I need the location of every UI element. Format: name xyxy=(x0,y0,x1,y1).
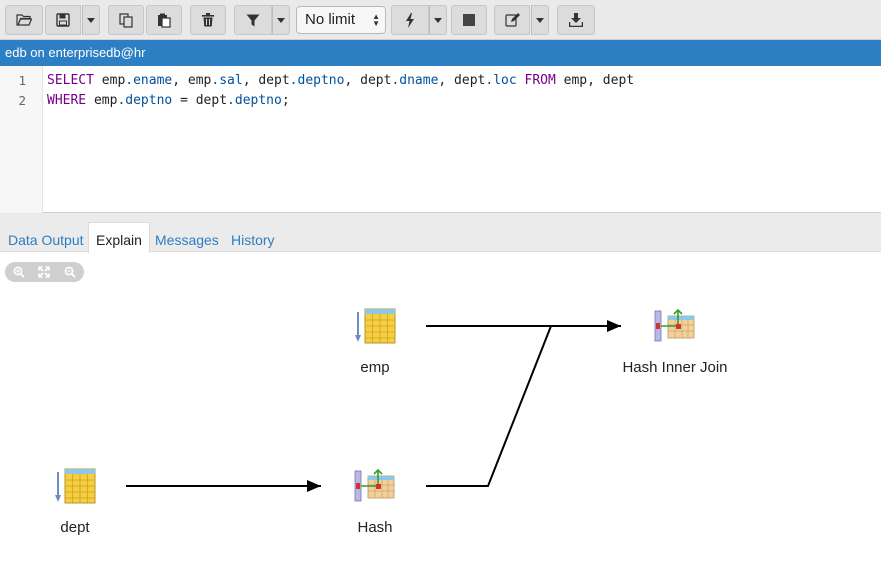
explain-plan-graph: emp Hash Inner Join dept xyxy=(0,252,881,581)
edit-icon xyxy=(504,13,520,27)
zoom-out-icon xyxy=(64,266,76,278)
execute-icon xyxy=(406,12,414,28)
tab-data-output[interactable]: Data Output xyxy=(8,232,84,248)
seq-scan-icon xyxy=(355,308,396,344)
node-label-hash: Hash xyxy=(357,519,393,536)
code-line-1[interactable]: SELECT emp.ename, emp.sal, dept.deptno, … xyxy=(47,73,634,88)
sql-keyword: SELECT xyxy=(47,73,94,88)
hash-icon xyxy=(354,468,395,502)
copy-icon xyxy=(119,12,133,28)
node-label-hash-inner-join: Hash Inner Join xyxy=(622,359,728,376)
line-number-gutter: 1 2 xyxy=(0,66,43,213)
sql-token: , dept xyxy=(242,73,290,88)
row-limit-select[interactable]: No limit ▲▼ xyxy=(296,6,386,34)
sql-column: .deptno xyxy=(289,73,345,88)
sql-token: ; xyxy=(281,93,290,108)
hash-join-icon xyxy=(654,308,695,342)
seq-scan-dept-node[interactable] xyxy=(55,468,97,511)
delete-button[interactable] xyxy=(190,5,226,35)
connection-bar: edb on enterprisedb@hr xyxy=(0,40,881,66)
edit-button[interactable] xyxy=(494,5,530,35)
sql-editor[interactable]: 1 2 SELECT emp.ename, emp.sal, dept.dept… xyxy=(0,66,881,213)
line-number: 2 xyxy=(18,93,26,108)
tab-messages[interactable]: Messages xyxy=(155,232,219,248)
connection-label: edb on enterprisedb@hr xyxy=(5,45,146,60)
zoom-in-icon xyxy=(13,266,25,278)
filter-button[interactable] xyxy=(234,5,272,35)
filter-options-dropdown[interactable] xyxy=(272,5,290,35)
sql-column: .ename xyxy=(125,73,173,88)
save-options-dropdown[interactable] xyxy=(82,5,100,35)
edge-hash-to-join xyxy=(426,325,552,487)
sql-column: .loc xyxy=(485,73,517,88)
zoom-in-button[interactable] xyxy=(12,265,26,279)
sql-token: emp xyxy=(86,93,118,108)
sql-column: .sal xyxy=(211,73,243,88)
sql-column: .deptno xyxy=(227,93,282,108)
sql-token: emp xyxy=(93,73,126,88)
sql-token: , dept xyxy=(438,73,486,88)
paste-button[interactable] xyxy=(146,5,182,35)
sql-token: emp, dept xyxy=(555,73,635,88)
plan-edges xyxy=(126,320,621,492)
sql-token: = dept xyxy=(172,93,228,108)
sql-token: , dept xyxy=(344,73,392,88)
zoom-controls xyxy=(5,262,84,282)
code-line-2[interactable]: WHERE emp.deptno = dept.deptno; xyxy=(47,93,290,108)
node-label-emp: emp xyxy=(360,359,390,376)
hash-join-node[interactable] xyxy=(654,308,696,351)
execute-button[interactable] xyxy=(391,5,429,35)
select-arrows-icon: ▲▼ xyxy=(372,12,380,28)
download-button[interactable] xyxy=(557,5,595,35)
execute-options-dropdown[interactable] xyxy=(429,5,447,35)
stop-icon xyxy=(463,14,475,26)
edit-options-dropdown[interactable] xyxy=(531,5,549,35)
line-number: 1 xyxy=(18,73,26,88)
result-tabs: Data Output Explain Messages History xyxy=(0,213,881,253)
zoom-out-button[interactable] xyxy=(63,265,77,279)
open-file-icon xyxy=(16,14,32,26)
node-label-dept: dept xyxy=(60,519,90,536)
sql-token: , emp xyxy=(172,73,212,88)
copy-button[interactable] xyxy=(108,5,144,35)
query-toolbar: No limit ▲▼ xyxy=(0,0,881,40)
stop-button[interactable] xyxy=(451,5,487,35)
download-icon xyxy=(569,13,583,27)
delete-icon xyxy=(202,13,214,27)
sql-column: .dname xyxy=(391,73,439,88)
tab-history[interactable]: History xyxy=(231,232,275,248)
save-icon xyxy=(56,13,70,27)
fit-to-screen-icon xyxy=(38,266,50,278)
sql-keyword: WHERE xyxy=(47,93,87,108)
sql-keyword: FROM xyxy=(516,73,556,88)
tab-explain[interactable]: Explain xyxy=(88,222,150,253)
filter-icon xyxy=(246,14,260,26)
seq-scan-emp-node[interactable] xyxy=(355,308,397,351)
seq-scan-icon xyxy=(55,468,96,504)
zoom-fit-button[interactable] xyxy=(37,265,51,279)
row-limit-value: No limit xyxy=(305,11,356,28)
paste-icon xyxy=(158,13,171,28)
open-file-button[interactable] xyxy=(5,5,43,35)
hash-node[interactable] xyxy=(354,468,396,511)
sql-column: .deptno xyxy=(117,93,173,108)
save-button[interactable] xyxy=(45,5,81,35)
